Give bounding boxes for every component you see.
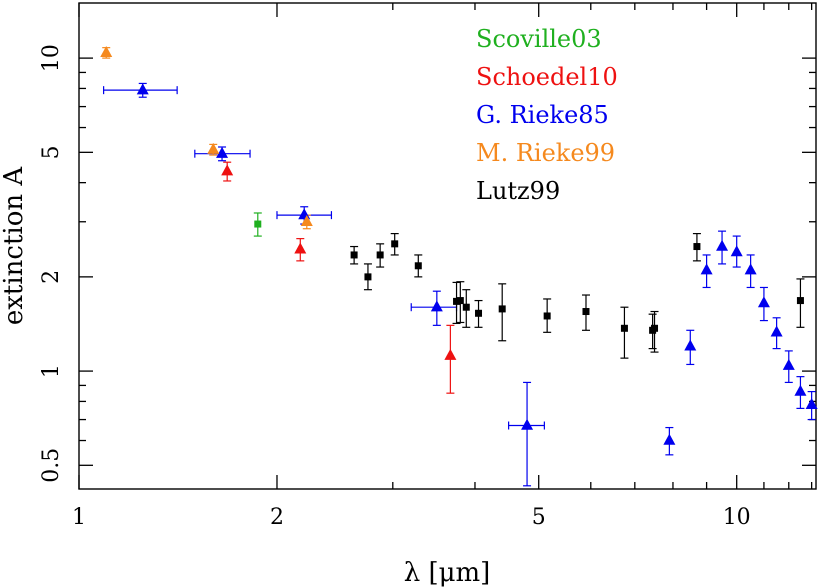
x-axis-title: λ [μm] (404, 558, 491, 587)
marker-g-rieke85 (794, 384, 807, 396)
y-tick-label: 1 (39, 364, 64, 378)
marker-lutz99 (391, 240, 399, 248)
marker-g-rieke85 (757, 296, 770, 308)
axis-tick-labels: 1 2 5 10 0.5 1 2 5 10 (39, 44, 751, 530)
marker-g-rieke85 (770, 325, 783, 337)
marker-lutz99 (350, 251, 358, 259)
legend-entry: Scoville03 (476, 25, 602, 53)
marker-schoedel10 (444, 348, 457, 360)
marker-lutz99 (582, 308, 590, 316)
marker-schoedel10 (221, 164, 234, 176)
marker-lutz99 (462, 303, 470, 311)
marker-lutz99 (693, 243, 701, 251)
y-tick-label: 2 (39, 270, 64, 284)
marker-lutz99 (453, 297, 461, 305)
x-tick-label: 5 (532, 505, 546, 530)
marker-g-rieke85 (216, 146, 229, 158)
marker-lutz99 (376, 251, 384, 259)
marker-lutz99 (543, 312, 551, 320)
x-tick-label: 2 (270, 505, 284, 530)
legend-entry: G. Rieke85 (476, 101, 609, 129)
marker-lutz99 (620, 324, 628, 332)
x-tick-label: 10 (723, 505, 751, 530)
marker-lutz99 (475, 309, 483, 317)
y-tick-label: 5 (39, 145, 64, 159)
marker-g-rieke85 (684, 339, 697, 351)
y-axis-title: extinction A (0, 166, 29, 326)
legend-entry: M. Rieke99 (476, 139, 615, 167)
marker-lutz99 (651, 324, 659, 332)
data-markers (100, 45, 818, 445)
legend-entry: Lutz99 (476, 177, 560, 205)
marker-g-rieke85 (805, 398, 818, 410)
x-tick-label: 1 (72, 505, 86, 530)
marker-g-rieke85 (700, 263, 713, 275)
marker-scoville03 (254, 220, 262, 228)
marker-g-rieke85 (716, 239, 729, 251)
marker-m-rieke99 (207, 142, 220, 154)
marker-lutz99 (364, 273, 372, 281)
marker-g-rieke85 (663, 433, 676, 445)
legend-entry: Schoedel10 (476, 63, 618, 91)
axis-ticks (78, 3, 816, 489)
y-tick-label: 0.5 (39, 448, 64, 483)
marker-g-rieke85 (782, 358, 795, 370)
marker-g-rieke85 (136, 83, 149, 95)
marker-lutz99 (498, 305, 506, 313)
marker-g-rieke85 (730, 245, 743, 257)
marker-m-rieke99 (300, 214, 313, 226)
marker-g-rieke85 (298, 208, 311, 220)
plot-frame (78, 2, 817, 490)
marker-lutz99 (796, 297, 804, 305)
marker-m-rieke99 (100, 45, 113, 57)
y-tick-label: 10 (39, 44, 64, 72)
error-bars (102, 47, 816, 487)
marker-g-rieke85 (744, 263, 757, 275)
marker-g-rieke85 (521, 418, 534, 430)
marker-lutz99 (456, 297, 464, 305)
marker-g-rieke85 (430, 300, 443, 312)
marker-schoedel10 (294, 242, 307, 254)
marker-lutz99 (414, 262, 422, 270)
